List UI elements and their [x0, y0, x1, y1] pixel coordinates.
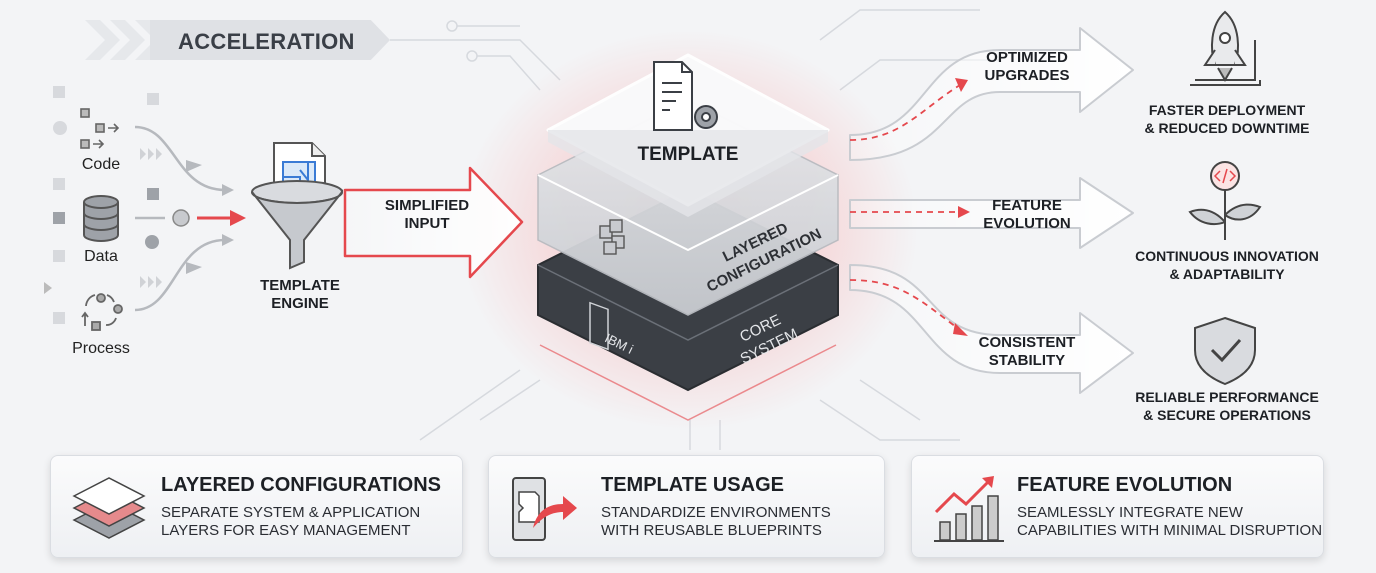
- arrow3-line1: CONSISTENT: [978, 334, 1076, 351]
- simplified-line1: SIMPLIFIED: [384, 197, 470, 214]
- acceleration-banner: ACCELERATION: [150, 20, 390, 60]
- engine-line1: TEMPLATE: [260, 277, 340, 294]
- result-label-2: CONTINUOUS INNOVATION & ADAPTABILITY: [1135, 247, 1319, 283]
- card-desc-line2: CAPABILITIES WITH MINIMAL DISRUPTION: [1017, 522, 1323, 539]
- database-icon: [83, 195, 119, 242]
- input-label-process: Process: [72, 340, 130, 357]
- input-label-code: Code: [81, 156, 121, 173]
- cubes-icon: [599, 219, 625, 255]
- result3-line2: & SECURE OPERATIONS: [1143, 407, 1311, 423]
- engine-line2: ENGINE: [271, 295, 329, 312]
- simplified-line2: INPUT: [404, 215, 450, 232]
- template-export-icon: [512, 477, 577, 541]
- arrow1-line2: UPGRADES: [984, 67, 1070, 84]
- server-icon: [589, 301, 609, 351]
- result2-line1: CONTINUOUS INNOVATION: [1135, 248, 1319, 264]
- result1-line2: & REDUCED DOWNTIME: [1144, 120, 1310, 136]
- template-layer-label: TEMPLATE: [637, 144, 739, 165]
- banner-title: ACCELERATION: [178, 29, 355, 54]
- document-gear-icon: [653, 61, 718, 131]
- result-label-3: RELIABLE PERFORMANCE & SECURE OPERATIONS: [1135, 388, 1319, 424]
- code-blocks-icon: [80, 108, 120, 149]
- funnel-icon: [251, 180, 344, 270]
- result2-line2: & ADAPTABILITY: [1169, 266, 1285, 282]
- card-desc-line1: SEAMLESSLY INTEGRATE NEW: [1017, 504, 1243, 521]
- result1-line1: FASTER DEPLOYMENT: [1148, 102, 1306, 118]
- circuit-lines: [390, 9, 1000, 450]
- card-title: FEATURE EVOLUTION: [1017, 474, 1233, 496]
- card-feature-evolution: FEATURE EVOLUTION SEAMLESSLY INTEGRATE N…: [911, 455, 1324, 558]
- arrow1-line1: OPTIMIZED: [986, 49, 1068, 66]
- card-desc-line1: STANDARDIZE ENVIRONMENTS: [601, 504, 831, 521]
- card-layered-configurations: LAYERED CONFIGURATIONS SEPARATE SYSTEM &…: [50, 455, 463, 558]
- card-title: TEMPLATE USAGE: [601, 474, 784, 496]
- card-desc-line2: WITH REUSABLE BLUEPRINTS: [601, 522, 822, 539]
- arrow2-line1: FEATURE: [992, 197, 1062, 214]
- arrow2-line2: EVOLUTION: [983, 215, 1071, 232]
- card-desc-line2: LAYERS FOR EASY MANAGEMENT: [161, 522, 411, 539]
- result-label-1: FASTER DEPLOYMENT & REDUCED DOWNTIME: [1145, 101, 1310, 137]
- output-arrows: [849, 27, 1134, 394]
- plant-code-icon: [1188, 161, 1262, 240]
- process-cycle-icon: [81, 293, 123, 331]
- layers-stack-icon: [72, 477, 146, 539]
- card-title: LAYERED CONFIGURATIONS: [161, 474, 442, 496]
- arrow3-line2: STABILITY: [988, 352, 1066, 369]
- result3-line1: RELIABLE PERFORMANCE: [1135, 389, 1319, 405]
- growth-chart-icon: [934, 476, 1004, 542]
- shield-check-icon: [1194, 316, 1256, 386]
- input-label-data: Data: [84, 248, 118, 265]
- rocket-icon: [1190, 10, 1261, 86]
- simplified-input-arrow: [343, 166, 524, 279]
- card-desc-line1: SEPARATE SYSTEM & APPLICATION: [161, 504, 421, 521]
